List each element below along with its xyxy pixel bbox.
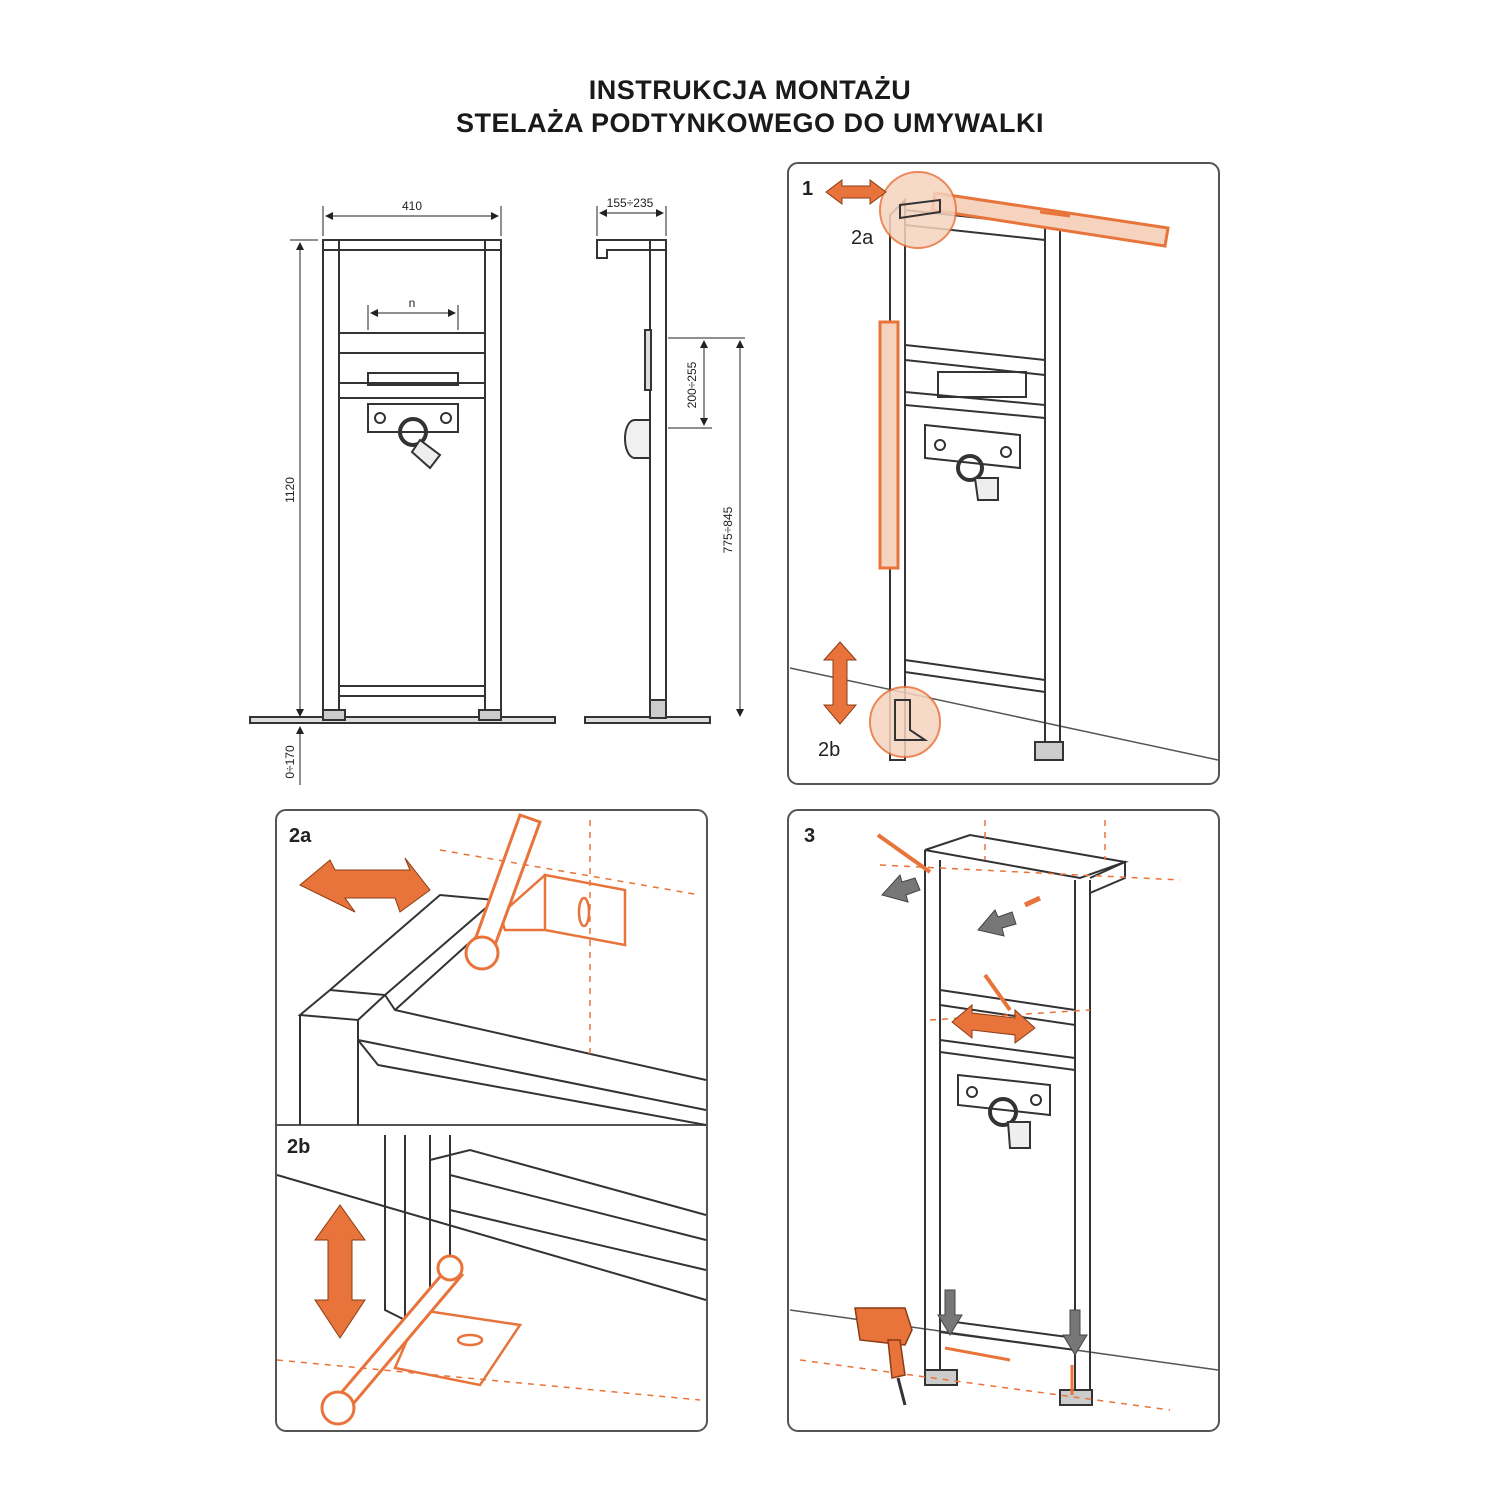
title-line-2: STELAŻA PODTYNKOWEGO DO UMYWALKI [456,108,1044,138]
title-line-1: INSTRUKCJA MONTAŻU [588,75,912,105]
panel-1 [787,162,1220,785]
panel-1-callout-top: 2a [851,227,874,249]
drill-icon [854,1307,913,1406]
panel-3-step-number: 3 [804,825,815,847]
side-bracket-label: 200÷255 [685,361,699,408]
panel-2 [275,809,708,1432]
front-spacing-label: n [409,296,416,310]
front-floor-adjust-label: 0÷170 [283,745,297,779]
panel-1-step-number: 1 [802,178,813,200]
side-mount-height-label: 775÷845 [721,506,735,553]
side-view-drawing [584,239,711,724]
front-width-label: 410 [402,199,422,213]
front-height-label: 1120 [283,477,297,503]
panel-2b-step-label: 2b [287,1136,310,1158]
panel-3 [787,809,1220,1432]
panel-2a-step-label: 2a [289,825,312,847]
side-view-dimensions [596,206,745,717]
side-depth-label: 155÷235 [607,196,654,210]
front-view-dimensions [290,206,502,785]
panel-1-callout-bottom: 2b [818,739,840,761]
front-view-drawing [249,239,556,724]
